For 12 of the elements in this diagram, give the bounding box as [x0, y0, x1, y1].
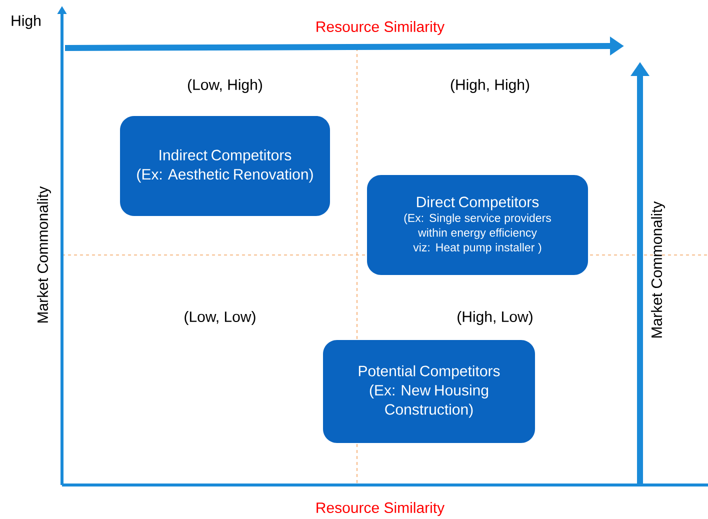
- quadrant-label: (Low, Low): [184, 311, 256, 325]
- competitor-box: Direct Competitors (Ex: Single service providers within energy efficiency viz: Heat pump installer ): [367, 175, 588, 275]
- competitor-box: Indirect Competitors (Ex: Aesthetic Renovation): [120, 116, 330, 216]
- axis-title: Resource Similarity: [316, 502, 445, 516]
- quadrant-label: (High, High): [450, 79, 530, 93]
- competitor-box: Potential Competitors (Ex: New Housing Construction): [323, 340, 535, 443]
- axis-end-label: High: [12, 15, 40, 29]
- quadrant-label: (Low, High): [188, 79, 262, 93]
- axis-title: Market Commonality: [37, 186, 51, 323]
- axis-title: Market Commonality: [651, 201, 665, 338]
- axis-title: Resource Similarity: [316, 21, 445, 35]
- quadrant-label: (High, Low): [458, 311, 532, 325]
